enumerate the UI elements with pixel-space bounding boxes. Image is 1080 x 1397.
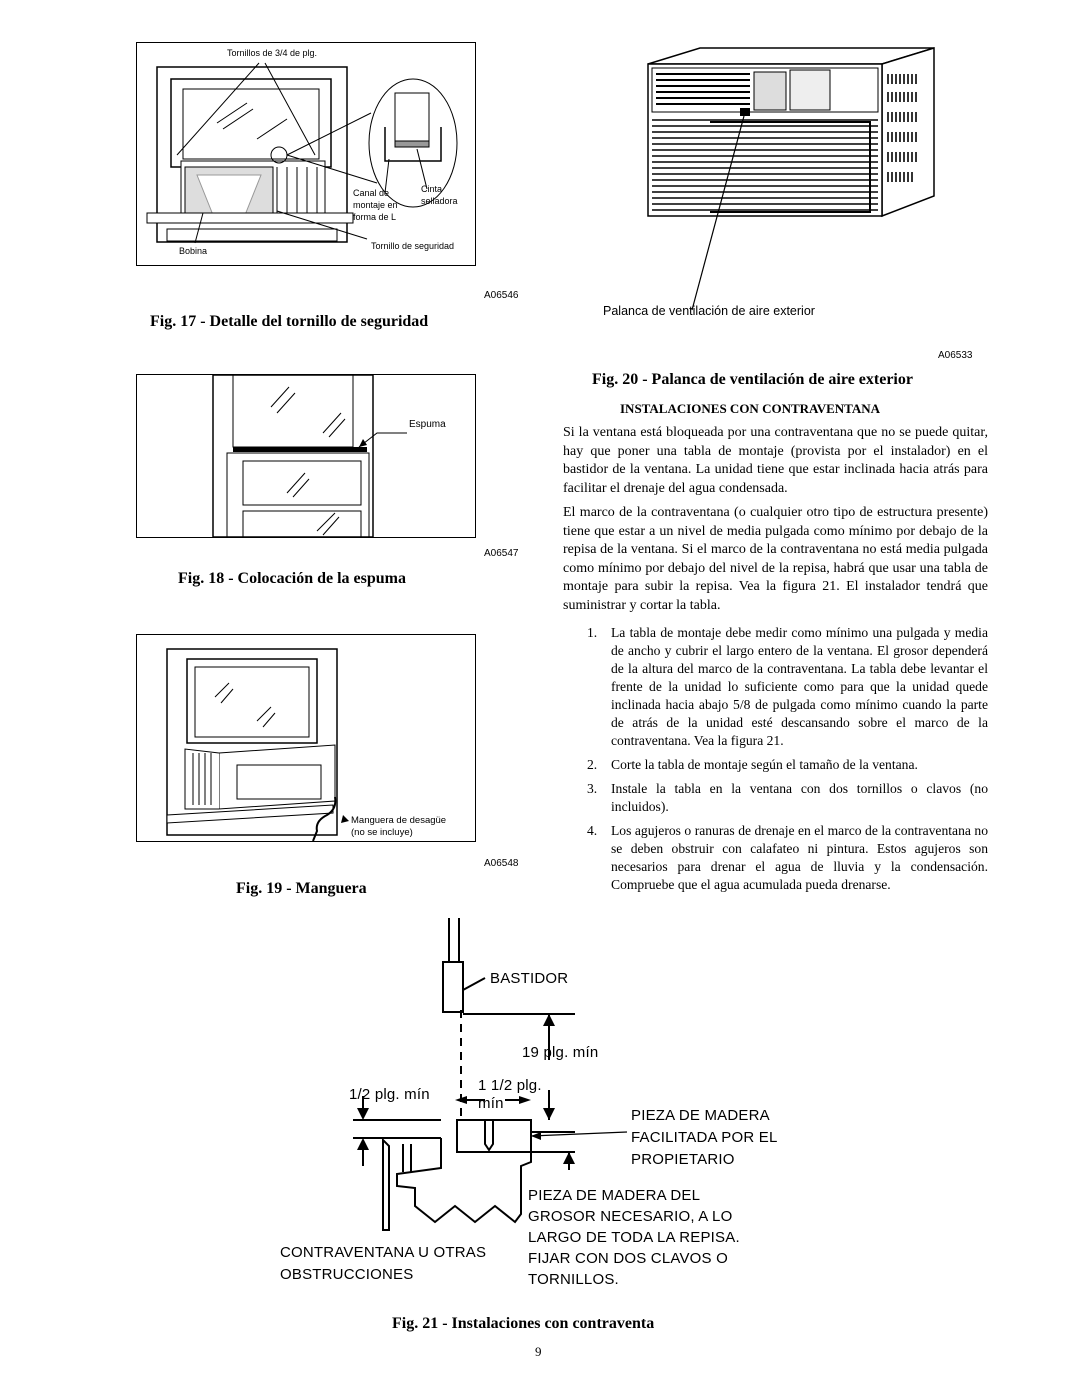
fig21-cross-section-drawing	[353, 918, 628, 1231]
fig21-caption: Fig. 21 - Instalaciones con contraventa	[392, 1315, 655, 1332]
section-paragraph-2: El marco de la contraventana (o cualquie…	[563, 505, 988, 613]
steps-list: 1. La tabla de montaje debe medir como mí…	[587, 624, 988, 900]
list-item: 2. Corte la tabla de montaje según el tam…	[587, 756, 988, 774]
step-text: Corte la tabla de montaje según el tamañ…	[611, 757, 918, 772]
channel-label-1: Canal de	[353, 188, 390, 198]
step-text: Instale la tabla en la ventana con dos t…	[611, 781, 988, 814]
step-number: 3.	[587, 781, 598, 796]
vent-lever-label: Palanca de ventilación de aire exterior	[603, 304, 815, 318]
wood-thickness-label-5: TORNILLOS.	[528, 1271, 619, 1288]
list-item: 1. La tabla de montaje debe medir como mí…	[587, 624, 988, 750]
step-number: 1.	[587, 625, 598, 640]
owner-wood-label-1: PIEZA DE MADERA	[631, 1107, 770, 1124]
fig20-ac-unit-drawing	[647, 46, 935, 311]
fig18-illustration: Espuma	[136, 374, 476, 538]
dim-1half-label-2: mín	[478, 1095, 504, 1112]
wood-thickness-label-3: LARGO DE TODA LA REPISA.	[528, 1229, 740, 1246]
page-number: 9	[535, 1344, 542, 1359]
wood-thickness-label-4: FIJAR CON DOS CLAVOS O	[528, 1250, 728, 1267]
hose-label-1: Manguera de desagüe	[351, 815, 447, 826]
screws-label: Tornillos de 3/4 de plg.	[227, 48, 318, 58]
wood-thickness-label-1: PIEZA DE MADERA DEL	[528, 1187, 701, 1204]
bastidor-label: BASTIDOR	[490, 970, 569, 987]
fig20-code: A06533	[938, 350, 973, 361]
channel-label-2: montaje en	[353, 200, 398, 210]
fig18-code: A06547	[484, 548, 519, 559]
wood-thickness-label-2: GROSOR NECESARIO, A LO	[528, 1208, 733, 1225]
section-heading: INSTALACIONES CON CONTRAVENTANA	[620, 401, 881, 416]
dim-1half-label-1: 1 1/2 plg.	[478, 1077, 542, 1094]
security-screw-drawing	[146, 62, 458, 244]
fig19-code: A06548	[484, 858, 519, 869]
dim-half-label: 1/2 plg. mín	[349, 1086, 430, 1103]
tape-label-1: Cinta	[421, 184, 443, 194]
fig17-code: A06546	[484, 290, 519, 301]
dim-19-label: 19 plg. mín	[522, 1044, 599, 1061]
foam-drawing	[212, 375, 407, 537]
fig18-caption: Fig. 18 - Colocación de la espuma	[178, 570, 406, 587]
list-item: 4. Los agujeros o ranuras de drenaje en e…	[587, 822, 988, 894]
step-text: Los agujeros o ranuras de drenaje en el …	[611, 823, 988, 892]
owner-wood-label-2: FACILITADA POR EL	[631, 1129, 778, 1146]
drain-hose-drawing	[166, 648, 349, 841]
security-screw-label: Tornillo de seguridad	[371, 241, 455, 251]
section-paragraph-1: Si la ventana está bloqueada por una con…	[563, 425, 988, 496]
step-number: 4.	[587, 823, 598, 838]
storm-window-label-1: CONTRAVENTANA U OTRAS	[280, 1244, 487, 1261]
list-item: 3. Instale la tabla en la ventana con dos…	[587, 780, 988, 816]
hose-label-2: (no se incluye)	[351, 827, 413, 838]
tape-label-2: selladora	[421, 196, 458, 206]
coil-label: Bobina	[179, 246, 208, 256]
channel-label-3: forma de L	[353, 212, 397, 222]
fig19-illustration: Manguera de desagüe (no se incluye)	[136, 634, 476, 842]
fig17-illustration: Tornillos de 3/4 de plg. Canal de montaj…	[136, 42, 476, 266]
fig20-caption: Fig. 20 - Palanca de ventilación de aire…	[592, 371, 913, 388]
step-text: La tabla de montaje debe medir como míni…	[611, 625, 988, 748]
foam-label: Espuma	[409, 419, 446, 430]
step-number: 2.	[587, 757, 598, 772]
owner-wood-label-3: PROPIETARIO	[631, 1151, 735, 1168]
storm-window-label-2: OBSTRUCCIONES	[280, 1266, 414, 1283]
fig17-caption: Fig. 17 - Detalle del tornillo de seguri…	[150, 313, 429, 330]
fig19-caption: Fig. 19 - Manguera	[236, 880, 367, 897]
